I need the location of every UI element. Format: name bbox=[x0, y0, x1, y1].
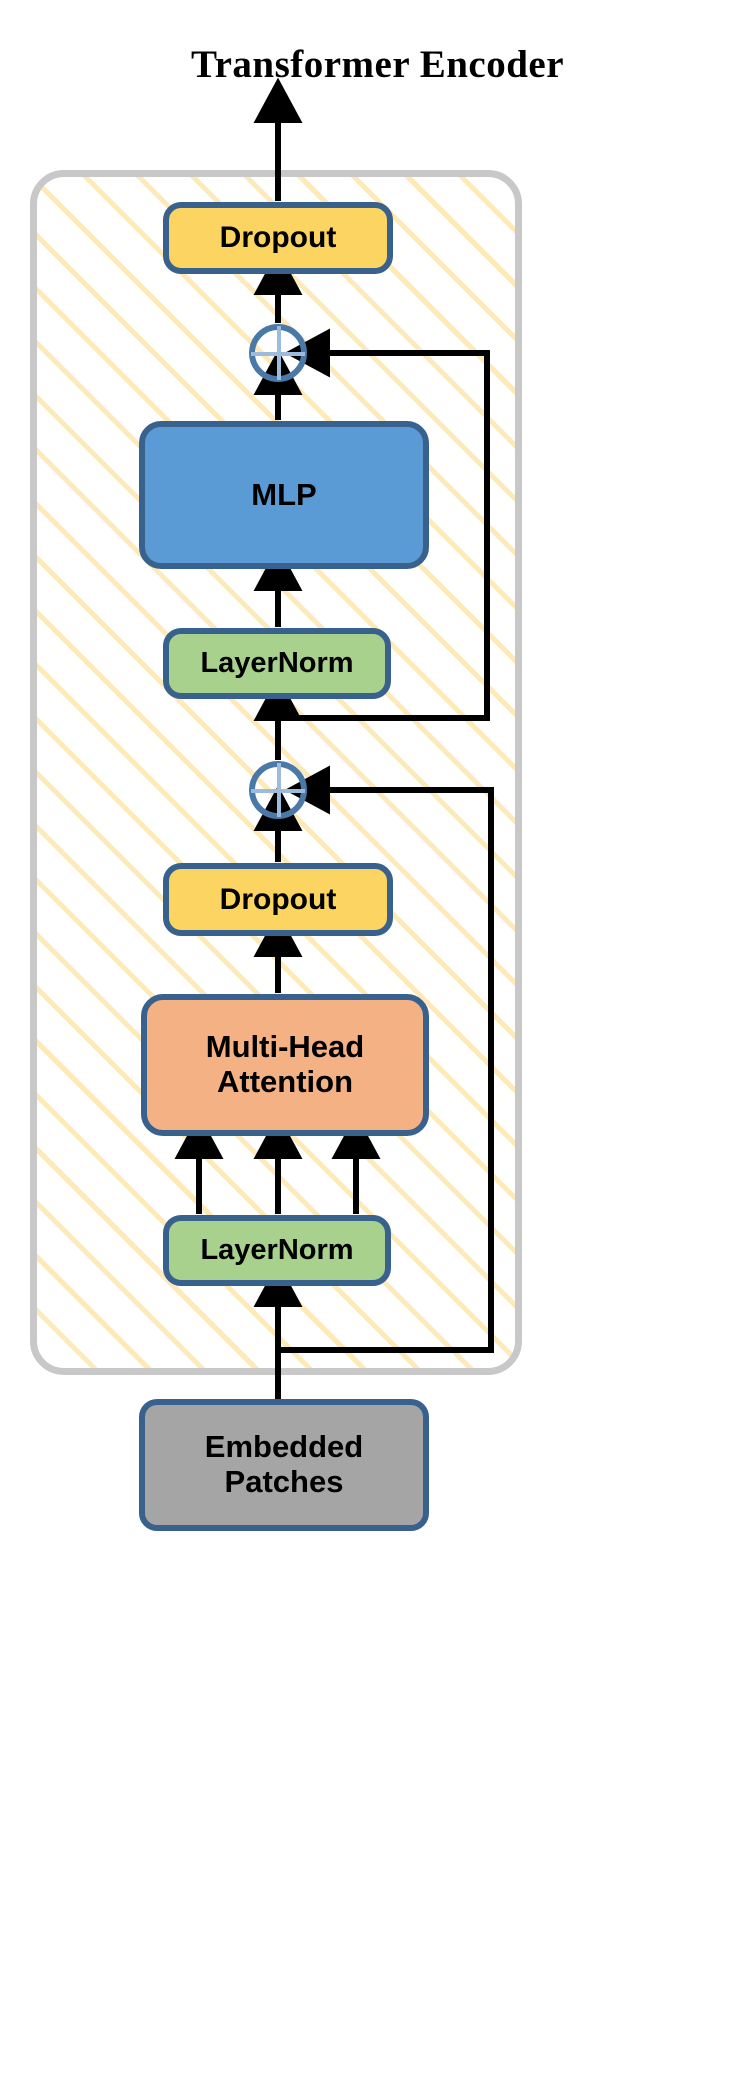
add-node-bottom[interactable] bbox=[249, 761, 307, 819]
node-mlp[interactable]: MLP bbox=[139, 421, 429, 569]
mha-label-line1: Multi-Head bbox=[205, 1029, 365, 1065]
node-dropout-bottom[interactable]: Dropout bbox=[163, 863, 393, 936]
plus-vertical-icon bbox=[277, 763, 281, 817]
node-layernorm-top[interactable]: LayerNorm bbox=[163, 628, 391, 699]
embedded-label-line1: Embedded bbox=[204, 1429, 364, 1465]
page-title: Transformer Encoder bbox=[190, 43, 565, 86]
node-embedded-patches[interactable]: Embedded Patches bbox=[139, 1399, 429, 1531]
node-multi-head-attention[interactable]: Multi-Head Attention bbox=[141, 994, 429, 1136]
node-layernorm-bottom[interactable]: LayerNorm bbox=[163, 1215, 391, 1286]
node-dropout-top[interactable]: Dropout bbox=[163, 202, 393, 274]
mha-label-line2: Attention bbox=[216, 1064, 354, 1099]
embedded-label-line2: Patches bbox=[224, 1464, 344, 1499]
plus-vertical-icon bbox=[277, 326, 281, 380]
add-node-top[interactable] bbox=[249, 324, 307, 382]
